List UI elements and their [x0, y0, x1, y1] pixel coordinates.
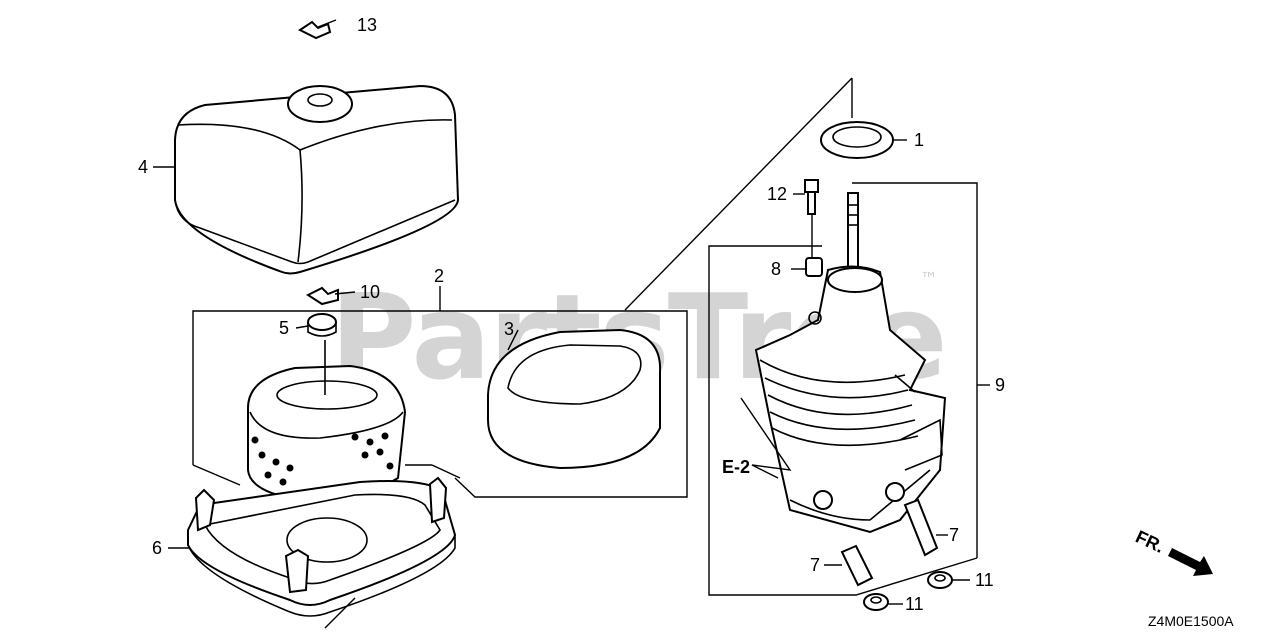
wing-nut-top[interactable]	[298, 20, 332, 40]
air-cleaner-case[interactable]	[187, 476, 457, 617]
callout-3: 3	[504, 319, 514, 339]
air-cleaner-element[interactable]	[247, 340, 407, 502]
callout-7-lower: 7	[810, 555, 820, 575]
air-cleaner-elbow[interactable]	[754, 265, 947, 534]
callout-1: 1	[914, 130, 924, 150]
foam-element[interactable]	[487, 328, 662, 470]
callout-10: 10	[360, 282, 380, 302]
collar[interactable]	[805, 257, 823, 277]
flange-bolt[interactable]	[804, 179, 819, 215]
callout-9: 9	[995, 375, 1005, 395]
element-nut[interactable]	[307, 313, 337, 337]
trademark-symbol: ™	[920, 269, 938, 290]
gasket-ring[interactable]	[820, 121, 894, 159]
callout-11-right: 11	[975, 570, 994, 590]
breather-tube-2[interactable]	[840, 544, 874, 587]
callout-6: 6	[152, 538, 162, 558]
air-cleaner-cover[interactable]	[174, 84, 460, 275]
wing-nut-mid[interactable]	[305, 286, 339, 306]
drawing-code: Z4M0E1500A	[1148, 613, 1234, 629]
callout-12: 12	[767, 184, 787, 204]
callout-2: 2	[434, 266, 444, 286]
callout-11-lower: 11	[905, 594, 924, 614]
flange-nut-1[interactable]	[863, 593, 889, 611]
front-label: FR.	[1133, 526, 1168, 556]
stud-bolt[interactable]	[847, 192, 859, 274]
callout-13: 13	[357, 15, 377, 35]
callout-5: 5	[279, 318, 289, 338]
callout-4: 4	[138, 157, 148, 177]
front-arrow-icon	[1168, 548, 1213, 576]
breather-tube-1[interactable]	[903, 498, 939, 557]
callout-7-upper: 7	[949, 525, 959, 545]
callout-8: 8	[771, 259, 781, 279]
flange-nut-2[interactable]	[927, 571, 953, 589]
reference-label: E-2	[722, 457, 750, 477]
